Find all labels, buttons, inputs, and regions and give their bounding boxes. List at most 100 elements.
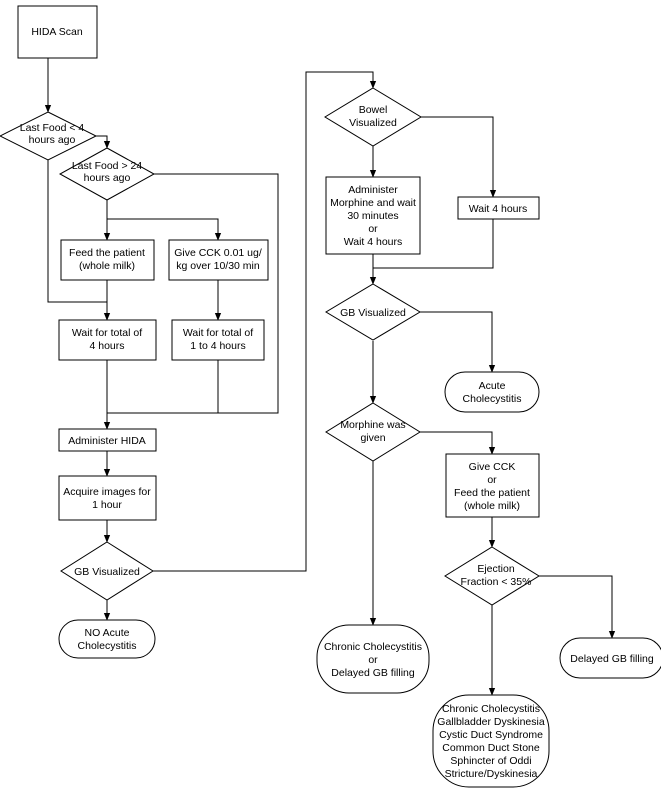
chronic-list-line-5: Sphincter of Oddi — [450, 755, 531, 767]
wait-total-1-4-line-1: Wait for total of — [183, 327, 253, 339]
edge-lastfood4-to-wait4 — [47, 157, 107, 303]
acute-chole-terminal — [444, 371, 540, 413]
shapes — [0, 5, 661, 788]
morphine-given-decision — [325, 402, 421, 462]
give-cck-or-feed-line-1: Give CCK — [469, 461, 516, 473]
administer-morphine-line-1: Administer — [348, 184, 398, 196]
delayed-gb-line-1: Delayed GB filling — [570, 653, 654, 665]
feed-patient-line-2: (whole milk) — [79, 260, 135, 272]
ejection-fraction-line-1: Ejection — [477, 563, 515, 575]
chronic-list-terminal — [432, 694, 550, 788]
wait-4-hours-line-1: Wait 4 hours — [469, 203, 528, 215]
hida-scan-label: HIDA Scan — [31, 26, 83, 38]
feed-patient-box — [60, 239, 155, 281]
give-cck-label: Give CCK 0.01 ug/kg over 10/30 min — [174, 247, 262, 272]
edge-lastfood24-to-hida — [107, 173, 279, 414]
chronic-or-delayed-line-2: or — [368, 654, 378, 666]
acute-chole-line-1: Acute — [479, 380, 506, 392]
chronic-or-delayed-line-1: Chronic Cholecystitis — [324, 641, 422, 653]
morphine-given-line-1: Morphine was — [340, 419, 405, 431]
ejection-fraction-line-2: Fraction < 35% — [461, 576, 532, 588]
chronic-or-delayed-terminal — [316, 624, 430, 694]
feed-patient-line-1: Feed the patient — [69, 247, 145, 259]
administer-hida-line-1: Administer HIDA — [68, 435, 146, 447]
wait-4-hours-label: Wait 4 hours — [469, 203, 528, 215]
wait-total-4-line-1: Wait for total of — [72, 327, 142, 339]
bowel-visualized-line-2: Visualized — [349, 117, 397, 129]
chronic-list-line-3: Cystic Duct Syndrome — [439, 729, 543, 741]
chronic-list-line-4: Common Duct Stone — [442, 742, 540, 754]
edge-wait4h-to-gbvis2 — [373, 219, 494, 269]
administer-morphine-line-5: Wait 4 hours — [344, 236, 403, 248]
morphine-given-line-2: given — [360, 432, 385, 444]
bowel-visualized-decision — [324, 87, 422, 147]
wait-total-4-line-2: 4 hours — [89, 340, 124, 352]
chronic-or-delayed-line-3: Delayed GB filling — [331, 667, 415, 679]
ejection-fraction-decision — [444, 546, 540, 606]
last-food-lt4-line-2: hours ago — [29, 134, 76, 146]
administer-hida-label: Administer HIDA — [68, 435, 146, 447]
chronic-list-line-1: Chronic Cholecystitis — [442, 703, 540, 715]
wait-total-1-4-line-2: 1 to 4 hours — [190, 340, 245, 352]
gb-visualized-2-line-1: GB Visualized — [340, 307, 406, 319]
administer-morphine-box — [325, 176, 421, 255]
last-food-gt24-line-2: hours ago — [84, 172, 131, 184]
gb-visualized-1-decision — [60, 541, 154, 601]
wait-4-hours-box — [457, 196, 540, 220]
last-food-lt4-line-1: Last Food < 4 — [20, 122, 85, 134]
edge-gbvis1-to-bowel — [153, 71, 377, 572]
gb-visualized-1-line-1: GB Visualized — [74, 566, 140, 578]
delayed-gb-terminal — [559, 637, 661, 679]
edge-lastfood24-to-cck — [107, 218, 222, 241]
chronic-list-line-2: Gallbladder Dyskinesia — [437, 716, 545, 728]
give-cck-or-feed-line-3: Feed the patient — [454, 487, 530, 499]
acquire-images-line-2: 1 hour — [92, 499, 122, 511]
connectors — [44, 58, 616, 696]
last-food-gt24-decision — [58, 147, 156, 201]
gb-visualized-2-label: GB Visualized — [340, 307, 406, 319]
last-food-lt4-decision — [0, 111, 98, 161]
no-acute-line-1: NO Acute — [85, 627, 130, 639]
administer-morphine-line-2: Morphine and wait — [330, 197, 416, 209]
no-acute-line-2: Cholecystitis — [78, 640, 137, 652]
administer-hida-box — [58, 428, 157, 452]
give-cck-or-feed-line-2: or — [487, 474, 497, 486]
no-acute-terminal — [58, 619, 156, 659]
acquire-images-line-1: Acquire images for — [63, 486, 151, 498]
edge-morphinegiven-to-givecck — [419, 431, 496, 455]
delayed-gb-label: Delayed GB filling — [570, 653, 654, 665]
acquire-images-box — [58, 475, 157, 521]
administer-morphine-line-3: 30 minutes — [347, 210, 398, 222]
wait-total-1-4-box — [171, 319, 265, 361]
wait-total-4-box — [58, 319, 157, 361]
give-cck-line-2: kg over 10/30 min — [176, 260, 260, 272]
bowel-visualized-line-1: Bowel — [359, 104, 388, 116]
give-cck-line-1: Give CCK 0.01 ug/ — [174, 247, 262, 259]
give-cck-or-feed-box — [445, 453, 540, 518]
chronic-list-line-6: Stricture/Dyskinesia — [445, 768, 538, 780]
edge-bowel-to-wait4h — [420, 116, 497, 198]
gb-visualized-1-label: GB Visualized — [74, 566, 140, 578]
give-cck-or-feed-line-4: (whole milk) — [464, 500, 520, 512]
edge-wait14-to-hida — [107, 360, 219, 414]
give-cck-box — [168, 239, 269, 281]
hida-scan-line-1: HIDA Scan — [31, 26, 83, 38]
feed-patient-label: Feed the patient(whole milk) — [69, 247, 145, 272]
